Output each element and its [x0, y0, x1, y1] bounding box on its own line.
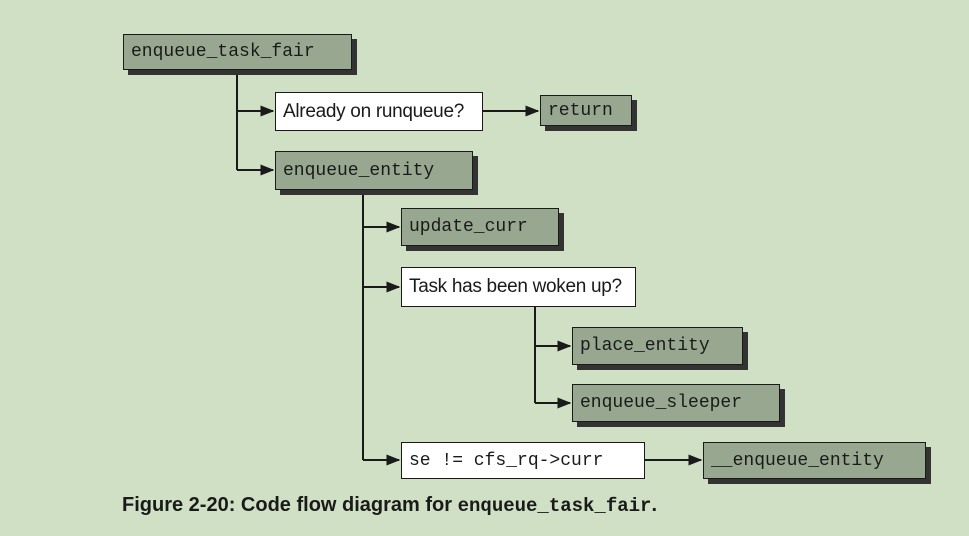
node-dunder-enqueue-entity: __enqueue_entity	[703, 442, 926, 479]
node-task-woken-up: Task has been woken up?	[401, 267, 636, 307]
node-update-curr: update_curr	[401, 208, 559, 246]
node-enqueue-sleeper: enqueue_sleeper	[572, 384, 780, 422]
node-return: return	[540, 95, 632, 126]
node-se-not-curr: se != cfs_rq->curr	[401, 442, 645, 479]
caption-suffix: .	[651, 494, 658, 516]
caption-prefix: Figure 2-20: Code flow diagram for	[122, 494, 458, 516]
node-already-on-runqueue: Already on runqueue?	[275, 92, 483, 131]
figure-caption: Figure 2-20: Code flow diagram for enque…	[122, 494, 657, 517]
node-enqueue-task-fair: enqueue_task_fair	[123, 34, 352, 70]
node-place-entity: place_entity	[572, 327, 743, 365]
caption-code: enqueue_task_fair	[457, 495, 652, 517]
node-enqueue-entity: enqueue_entity	[275, 151, 473, 190]
